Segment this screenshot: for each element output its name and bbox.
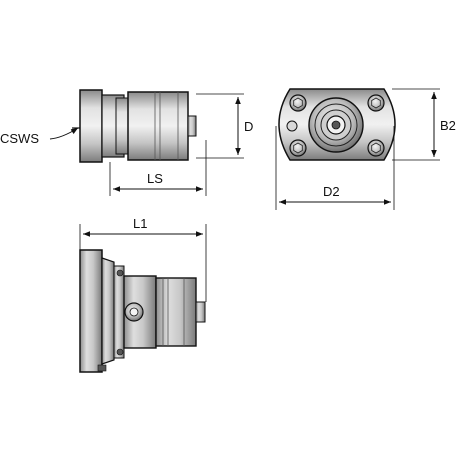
csws-label: CSWS xyxy=(0,131,39,146)
side-view-flange xyxy=(79,89,103,163)
dimension-l1: L1 xyxy=(79,216,207,302)
dimension-ls: LS xyxy=(109,140,207,196)
top-view-pin xyxy=(195,301,206,323)
top-view-flange xyxy=(79,249,103,373)
front-view-bolt-bottom-left xyxy=(289,139,307,157)
top-view-flange-step xyxy=(101,257,115,365)
side-view-collar xyxy=(115,97,129,155)
top-view xyxy=(79,249,206,373)
side-view-body xyxy=(127,91,189,161)
csws-leader xyxy=(49,127,79,140)
dimension-ls-label: LS xyxy=(147,171,163,186)
dimension-b2-label: B2 xyxy=(440,118,456,133)
dimension-l1-label: L1 xyxy=(133,216,147,231)
dimension-d2: D2 xyxy=(275,126,395,210)
dimension-d2-label: D2 xyxy=(323,184,340,199)
dimension-b2: B2 xyxy=(392,88,456,161)
csws-callout: CSWS xyxy=(0,127,79,146)
front-view-bolt-bottom-right xyxy=(367,139,385,157)
dimension-d-label: D xyxy=(244,119,253,134)
front-view-pin-hole xyxy=(286,120,298,132)
front-view-bolt-top-left xyxy=(289,94,307,112)
side-view xyxy=(72,89,197,163)
dimension-d: D xyxy=(196,93,253,159)
side-view-pin xyxy=(187,115,197,137)
front-view-bolt-top-right xyxy=(367,94,385,112)
front-view xyxy=(278,88,396,161)
top-view-body xyxy=(155,277,197,347)
